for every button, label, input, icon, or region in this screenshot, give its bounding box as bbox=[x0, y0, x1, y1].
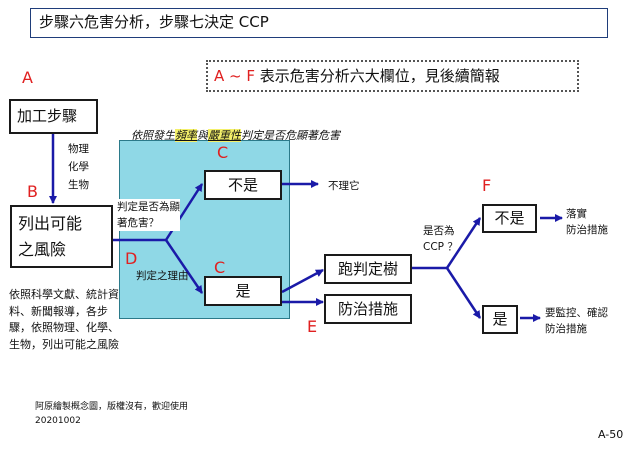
label-a: A bbox=[22, 68, 33, 87]
significance-question-line1: 判定是否為顯 bbox=[117, 201, 180, 213]
label-d: D bbox=[125, 249, 138, 268]
hazard-note-line4: 生物，列出可能之風險 bbox=[9, 337, 119, 351]
significance-question-line2: 著危害？ bbox=[117, 217, 159, 229]
arrow-to-ccp-no bbox=[445, 217, 482, 269]
significant-box: 是 bbox=[204, 276, 282, 306]
hazard-box-line1: 列出可能 bbox=[18, 214, 83, 233]
criteria-suffix: 判定是否危顯著危害 bbox=[241, 129, 340, 142]
footer-credit: 阿原繪製概念圖，版權沒有，歡迎使用 20201002 bbox=[35, 400, 188, 428]
legend-text: 表示危害分析六大欄位，見後續簡報 bbox=[255, 67, 500, 85]
label-b: B bbox=[27, 182, 38, 201]
ccp-no-box: 不是 bbox=[482, 204, 537, 233]
not-significant-box: 不是 bbox=[204, 170, 282, 200]
criteria-text: 依照發生頻率與嚴重性判定是否危顯著危害 bbox=[131, 127, 340, 143]
footer-credit-text: 阿原繪製概念圖，版權沒有，歡迎使用 bbox=[35, 402, 189, 412]
hazard-type-chemical: 化學 bbox=[68, 161, 89, 173]
page-title: 步驟六危害分析，步驟七決定 CCP bbox=[30, 8, 608, 38]
criteria-prefix: 依照發生 bbox=[131, 129, 175, 142]
monitor-line2: 防治措施 bbox=[545, 323, 587, 335]
criteria-severity: 嚴重性 bbox=[208, 129, 241, 142]
ccp-question: 是否為 CCP ？ bbox=[423, 223, 458, 255]
possible-hazards-box: 列出可能 之風險 bbox=[10, 205, 113, 268]
monitor-line1: 要監控、確認 bbox=[545, 307, 608, 319]
label-e: E bbox=[307, 317, 318, 336]
hazard-type-biological: 生物 bbox=[68, 179, 89, 191]
hazard-box-line2: 之風險 bbox=[18, 240, 67, 259]
arrow-to-yes bbox=[164, 239, 204, 294]
implement-line1: 落實 bbox=[566, 208, 587, 220]
preventive-measures-box: 防治措施 bbox=[324, 294, 412, 324]
arrow-to-ccp-tree bbox=[281, 268, 324, 294]
hazard-note-line1: 依照科學文獻、統計資 bbox=[9, 288, 119, 301]
hazard-note-line2: 料、新聞報導，各步 bbox=[9, 304, 108, 318]
ccp-question-line1: 是否為 bbox=[423, 225, 455, 237]
ccp-decision-tree-box: 跑判定樹 bbox=[324, 254, 412, 284]
implement-line2: 防治措施 bbox=[566, 224, 608, 236]
criteria-frequency: 頻率 bbox=[175, 129, 197, 142]
process-step-box: 加工步驟 bbox=[9, 99, 98, 134]
hazard-note-line3: 驟，依照物理、化學、 bbox=[9, 321, 119, 334]
label-f: F bbox=[482, 176, 492, 195]
label-c-bottom: C bbox=[214, 258, 226, 277]
hazard-types: 物理 化學 生物 bbox=[68, 140, 89, 194]
ccp-question-line2: CCP ？ bbox=[423, 241, 458, 253]
page-number: A-50 bbox=[598, 428, 624, 441]
reason-label: 判定之理由 bbox=[136, 270, 189, 282]
label-c-top: C bbox=[217, 143, 229, 162]
criteria-and: 與 bbox=[197, 129, 208, 142]
hazard-type-physical: 物理 bbox=[68, 143, 89, 155]
monitor-measures-text: 要監控、確認 防治措施 bbox=[545, 305, 608, 337]
legend-letters: A ~ F bbox=[214, 67, 255, 85]
legend-note: A ~ F 表示危害分析六大欄位，見後續簡報 bbox=[206, 60, 579, 92]
implement-measures-text: 落實 防治措施 bbox=[566, 206, 608, 238]
hazard-note: 依照科學文獻、統計資 料、新聞報導，各步 驟，依照物理、化學、 生物，列出可能之… bbox=[9, 287, 119, 353]
ignore-text: 不理它 bbox=[328, 180, 360, 192]
ccp-yes-box: 是 bbox=[482, 305, 518, 334]
significance-question: 判定是否為顯 著危害？ bbox=[117, 199, 180, 231]
footer-date: 20201002 bbox=[35, 416, 81, 426]
arrow-to-ccp-yes bbox=[445, 267, 482, 319]
